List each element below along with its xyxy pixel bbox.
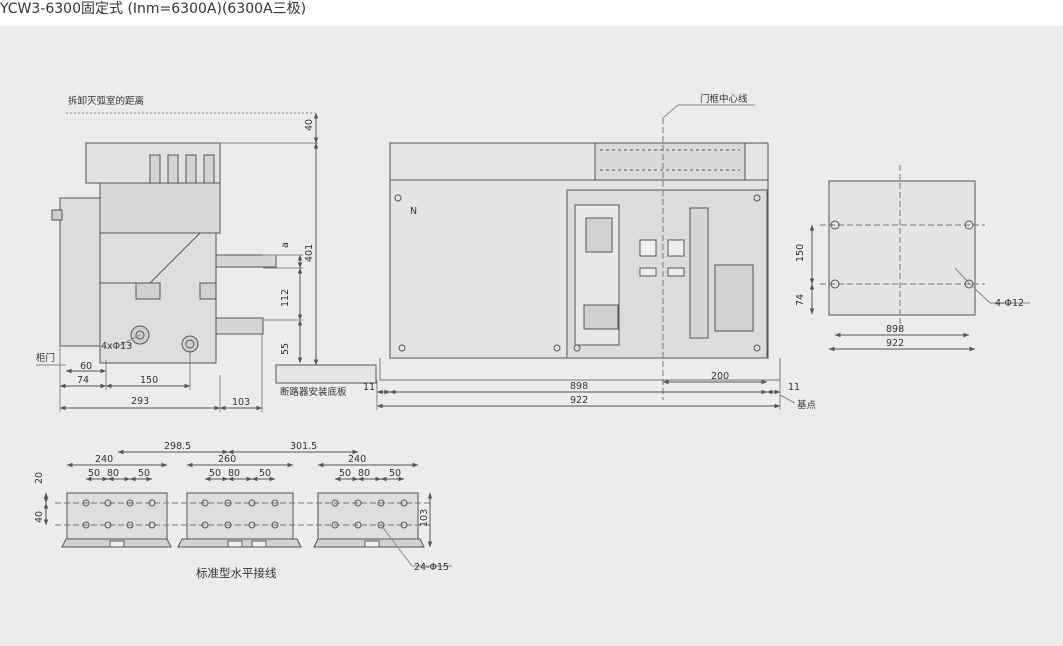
dim-side-55: 55: [280, 343, 291, 355]
datum-label: 基点: [797, 399, 817, 411]
dim-front-898: 898: [570, 381, 588, 392]
dim-term-20: 20: [34, 472, 45, 484]
dim-mount-922: 922: [886, 338, 904, 349]
dim-mount-150: 150: [795, 244, 806, 262]
door-center-label: 门框中心线: [700, 93, 748, 105]
mount-view-labels: 4-Φ12 150 74 898 922: [795, 244, 1024, 349]
dim-side-74: 74: [77, 375, 89, 386]
dim-side-60: 60: [80, 361, 92, 372]
side-hole-label: 4xΦ13: [101, 341, 132, 352]
dim-term-40: 40: [34, 511, 45, 523]
dim-term-103: 103: [419, 509, 430, 527]
dim-term-50: 50: [259, 468, 271, 479]
terminal-view: [43, 449, 452, 567]
dim-side-112: 112: [280, 289, 291, 307]
dim-term-50: 50: [138, 468, 150, 479]
dim-term-80: 80: [107, 468, 119, 479]
dim-side-293: 293: [131, 396, 149, 407]
front-view: [376, 104, 796, 410]
mount-hole-label: 4-Φ12: [995, 298, 1024, 309]
base-plate-label: 断路器安装底板: [280, 386, 347, 398]
dim-front-11b: 11: [788, 382, 800, 393]
arc-distance-label: 拆卸灭弧室的距离: [68, 95, 144, 107]
dim-mount-898: 898: [886, 324, 904, 335]
page-title: YCW3-6300固定式 (Inm=6300A)(6300A三极): [0, 1, 307, 17]
terminal-view-labels: 标准型水平接线 24-Φ15 298.5 301.5 240 260 240 5…: [34, 441, 449, 580]
dim-term-80: 80: [228, 468, 240, 479]
dim-side-401: 401: [304, 244, 315, 262]
dim-term-50: 50: [339, 468, 351, 479]
terminal-hole-label: 24-Φ15: [414, 562, 449, 573]
dim-term-301-5: 301.5: [290, 441, 317, 452]
mount-view: [809, 165, 1030, 352]
dim-term-298-5: 298.5: [164, 441, 191, 452]
front-view-labels: 门框中心线 N 基点 11 898 200 11 922: [363, 93, 817, 411]
terminal-caption: 标准型水平接线: [196, 566, 277, 580]
dim-front-922: 922: [570, 395, 588, 406]
dim-side-a: a: [280, 242, 291, 248]
dim-term-80: 80: [358, 468, 370, 479]
n-pole-label: N: [410, 206, 417, 217]
dim-term-240a: 240: [95, 454, 113, 465]
dim-front-200: 200: [711, 371, 729, 382]
dim-term-260: 260: [218, 454, 236, 465]
dim-side-103: 103: [232, 397, 250, 408]
cabinet-door-label: 柜门: [36, 352, 55, 364]
dim-term-50: 50: [209, 468, 221, 479]
dim-mount-74: 74: [795, 294, 806, 306]
dim-term-50: 50: [88, 468, 100, 479]
side-view-labels: 拆卸灭弧室的距离 柜门 断路器安装底板 4xΦ13 40 401 a 112 5…: [36, 95, 347, 408]
side-view: [36, 112, 377, 412]
dim-front-11a: 11: [363, 382, 375, 393]
dim-side-40: 40: [304, 119, 315, 131]
dim-term-240b: 240: [348, 454, 366, 465]
dim-term-50: 50: [389, 468, 401, 479]
dim-side-150: 150: [140, 375, 158, 386]
